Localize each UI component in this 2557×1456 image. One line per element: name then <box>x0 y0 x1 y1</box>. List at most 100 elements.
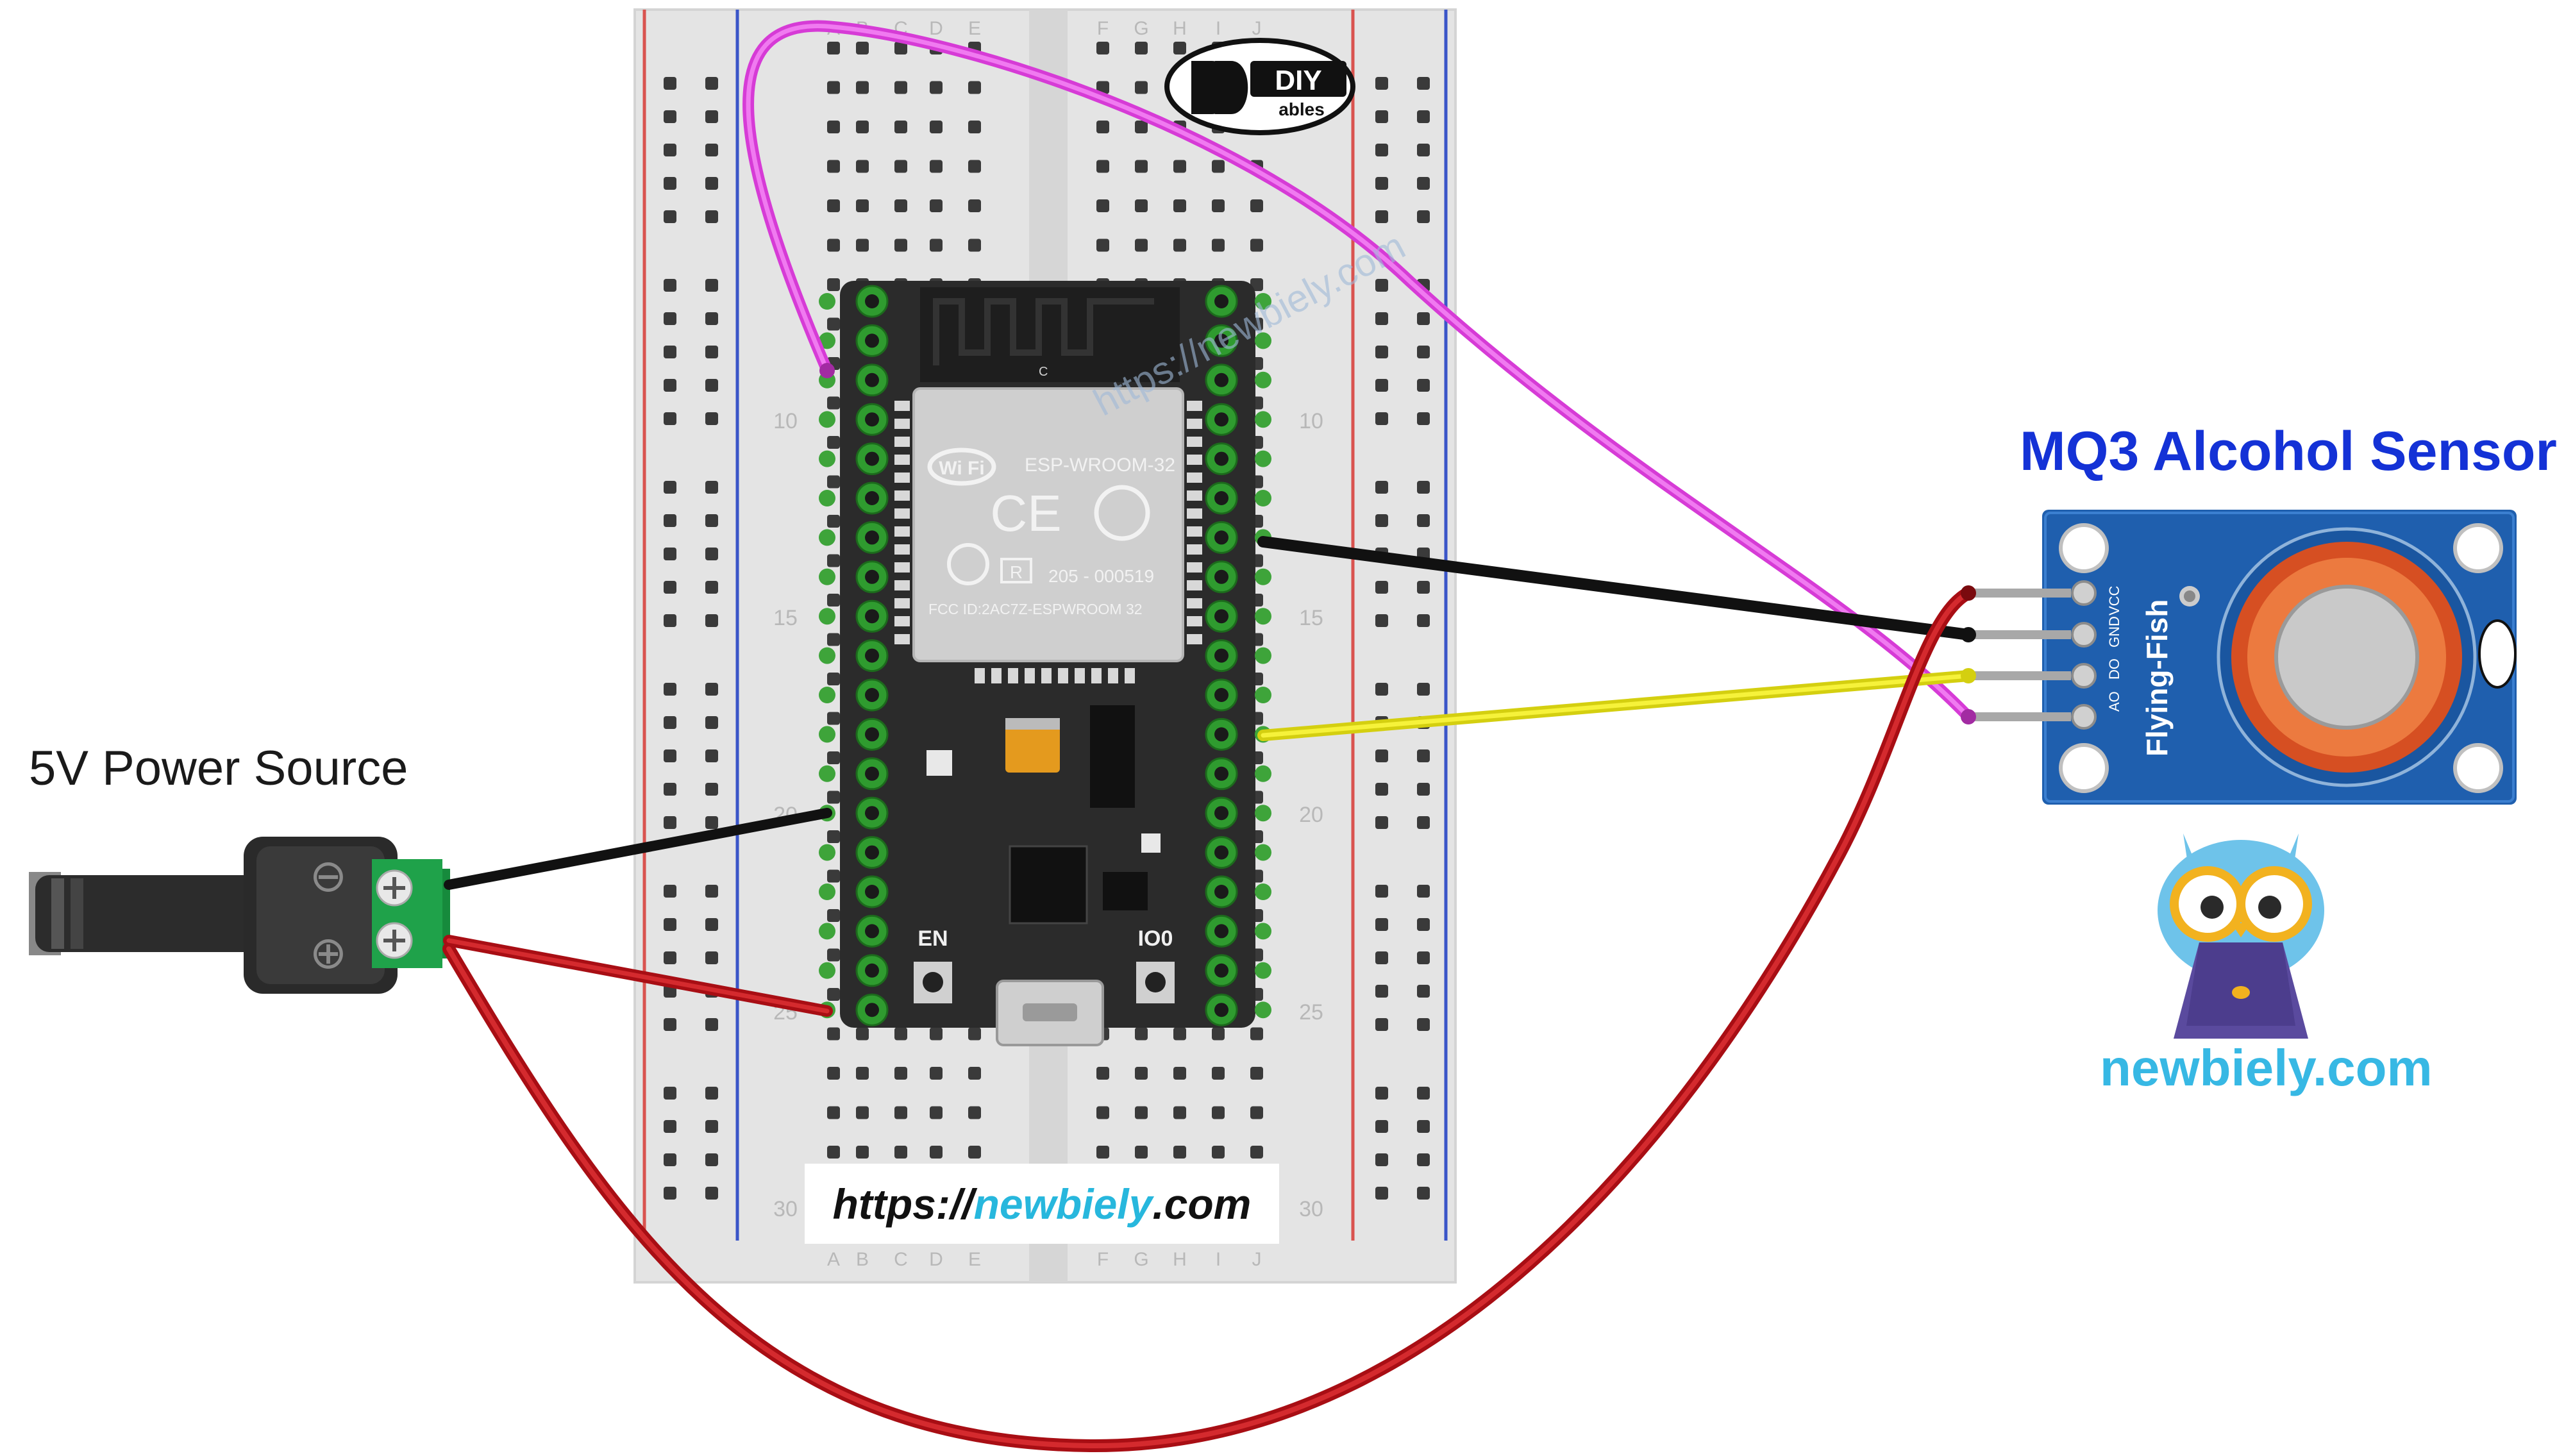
breadboard-hole <box>827 396 840 410</box>
breadboard-hole <box>856 1067 869 1080</box>
rail-hole <box>705 951 718 964</box>
rail-hole <box>705 177 718 190</box>
cert-id: 205 - 000519 <box>1048 566 1154 586</box>
rail-hole <box>1375 1153 1388 1166</box>
header-pin <box>1255 608 1271 625</box>
rail-hole <box>705 783 718 796</box>
sensor-pin-label: AO <box>2106 691 2122 712</box>
rail-hole <box>1375 1187 1388 1200</box>
breadboard-hole <box>930 81 943 94</box>
header-pin <box>1255 687 1271 703</box>
breadboard-hole <box>856 160 869 173</box>
rail-hole <box>1417 783 1430 796</box>
breadboard-hole <box>827 1106 840 1119</box>
esp32-board: Wi Fi ESP-WROOM-32 CE R 205 - 000519 FCC… <box>819 281 1271 1046</box>
breadboard-hole <box>1212 238 1225 252</box>
breadboard-hole <box>930 1027 943 1041</box>
rail-hole <box>1417 1153 1430 1166</box>
breadboard-hole <box>827 673 840 685</box>
rail-hole <box>705 1087 718 1100</box>
breadboard-hole <box>1173 42 1186 54</box>
sensor-pin-label: DO <box>2106 658 2122 680</box>
row-label: 10 <box>773 409 798 433</box>
rail-hole <box>705 716 718 729</box>
breadboard-hole <box>1096 199 1109 212</box>
header-pin <box>1255 293 1271 310</box>
breadboard-hole <box>827 238 840 252</box>
rail-hole <box>664 1087 676 1100</box>
breadboard-hole <box>968 160 981 173</box>
breadboard-hole <box>1135 1106 1148 1119</box>
breadboard-hole <box>1212 1106 1225 1119</box>
header-pin <box>819 332 835 349</box>
breadboard-hole <box>856 238 869 252</box>
breadboard-hole <box>894 238 907 252</box>
rail-hole <box>664 144 676 156</box>
rail-hole <box>664 77 676 90</box>
rail-hole <box>1417 110 1430 123</box>
breadboard-hole <box>1096 81 1109 94</box>
breadboard-hole <box>827 909 840 922</box>
sensor-board-text: Flying-Fish <box>2140 599 2174 757</box>
breadboard-hole <box>894 42 907 54</box>
rail-hole <box>1375 951 1388 964</box>
row-label: 30 <box>1299 1197 1323 1221</box>
rail-hole <box>705 312 718 325</box>
minus-symbol: ⊖ <box>310 849 348 902</box>
rail-hole <box>1375 985 1388 998</box>
header-pin <box>819 687 835 703</box>
breadboard-hole <box>968 238 981 252</box>
header-pin <box>819 726 835 743</box>
rail-hole <box>705 279 718 292</box>
rail-hole <box>1375 312 1388 325</box>
rail-hole <box>664 1187 676 1200</box>
breadboard-hole <box>968 1027 981 1041</box>
rail-hole <box>1417 481 1430 494</box>
breadboard-hole <box>1135 42 1148 54</box>
header-pin <box>1255 411 1271 428</box>
breadboard-hole <box>1135 121 1148 133</box>
header-pin <box>1255 450 1271 467</box>
logo-text: DIY <box>1275 65 1321 96</box>
sensor-pin-label: VCC <box>2106 585 2122 615</box>
breadboard-hole <box>894 1067 907 1080</box>
row-label: 30 <box>773 1197 798 1221</box>
breadboard-hole <box>1135 1067 1148 1080</box>
rail-hole <box>1417 1018 1430 1031</box>
header-pin <box>1255 332 1271 349</box>
breadboard-hole <box>930 199 943 212</box>
rail-hole <box>664 177 676 190</box>
breadboard-hole <box>856 42 869 54</box>
column-label: A <box>827 1249 840 1270</box>
rail-hole <box>664 110 676 123</box>
rail-hole <box>1417 1087 1430 1100</box>
rail-hole <box>1375 581 1388 594</box>
header-pin <box>1255 371 1271 389</box>
rail-hole <box>664 1120 676 1133</box>
breadboard-hole <box>894 1106 907 1119</box>
breadboard-hole <box>1096 1146 1109 1159</box>
rail-hole <box>705 1187 718 1200</box>
rail-hole <box>664 581 676 594</box>
header-pin <box>1255 962 1271 979</box>
breadboard-hole <box>930 160 943 173</box>
column-label: C <box>894 1249 908 1270</box>
url-watermark: https://newbiely.com <box>805 1164 1279 1244</box>
column-label: J <box>1252 1249 1262 1270</box>
breadboard-hole <box>827 42 840 54</box>
rail-hole <box>705 1018 718 1031</box>
rail-hole <box>1375 144 1388 156</box>
en-label: EN <box>918 926 948 951</box>
bluetooth-icon <box>1094 485 1150 541</box>
breadboard-hole <box>1135 1146 1148 1159</box>
rail-hole <box>664 783 676 796</box>
rail-hole <box>1375 110 1388 123</box>
row-label: 20 <box>1299 803 1323 827</box>
breadboard-hole <box>827 633 840 646</box>
rail-hole <box>705 514 718 527</box>
breadboard-hole <box>1173 1106 1186 1119</box>
row-label: 10 <box>1299 409 1323 433</box>
breadboard-hole <box>1096 238 1109 252</box>
rail-hole <box>1375 177 1388 190</box>
